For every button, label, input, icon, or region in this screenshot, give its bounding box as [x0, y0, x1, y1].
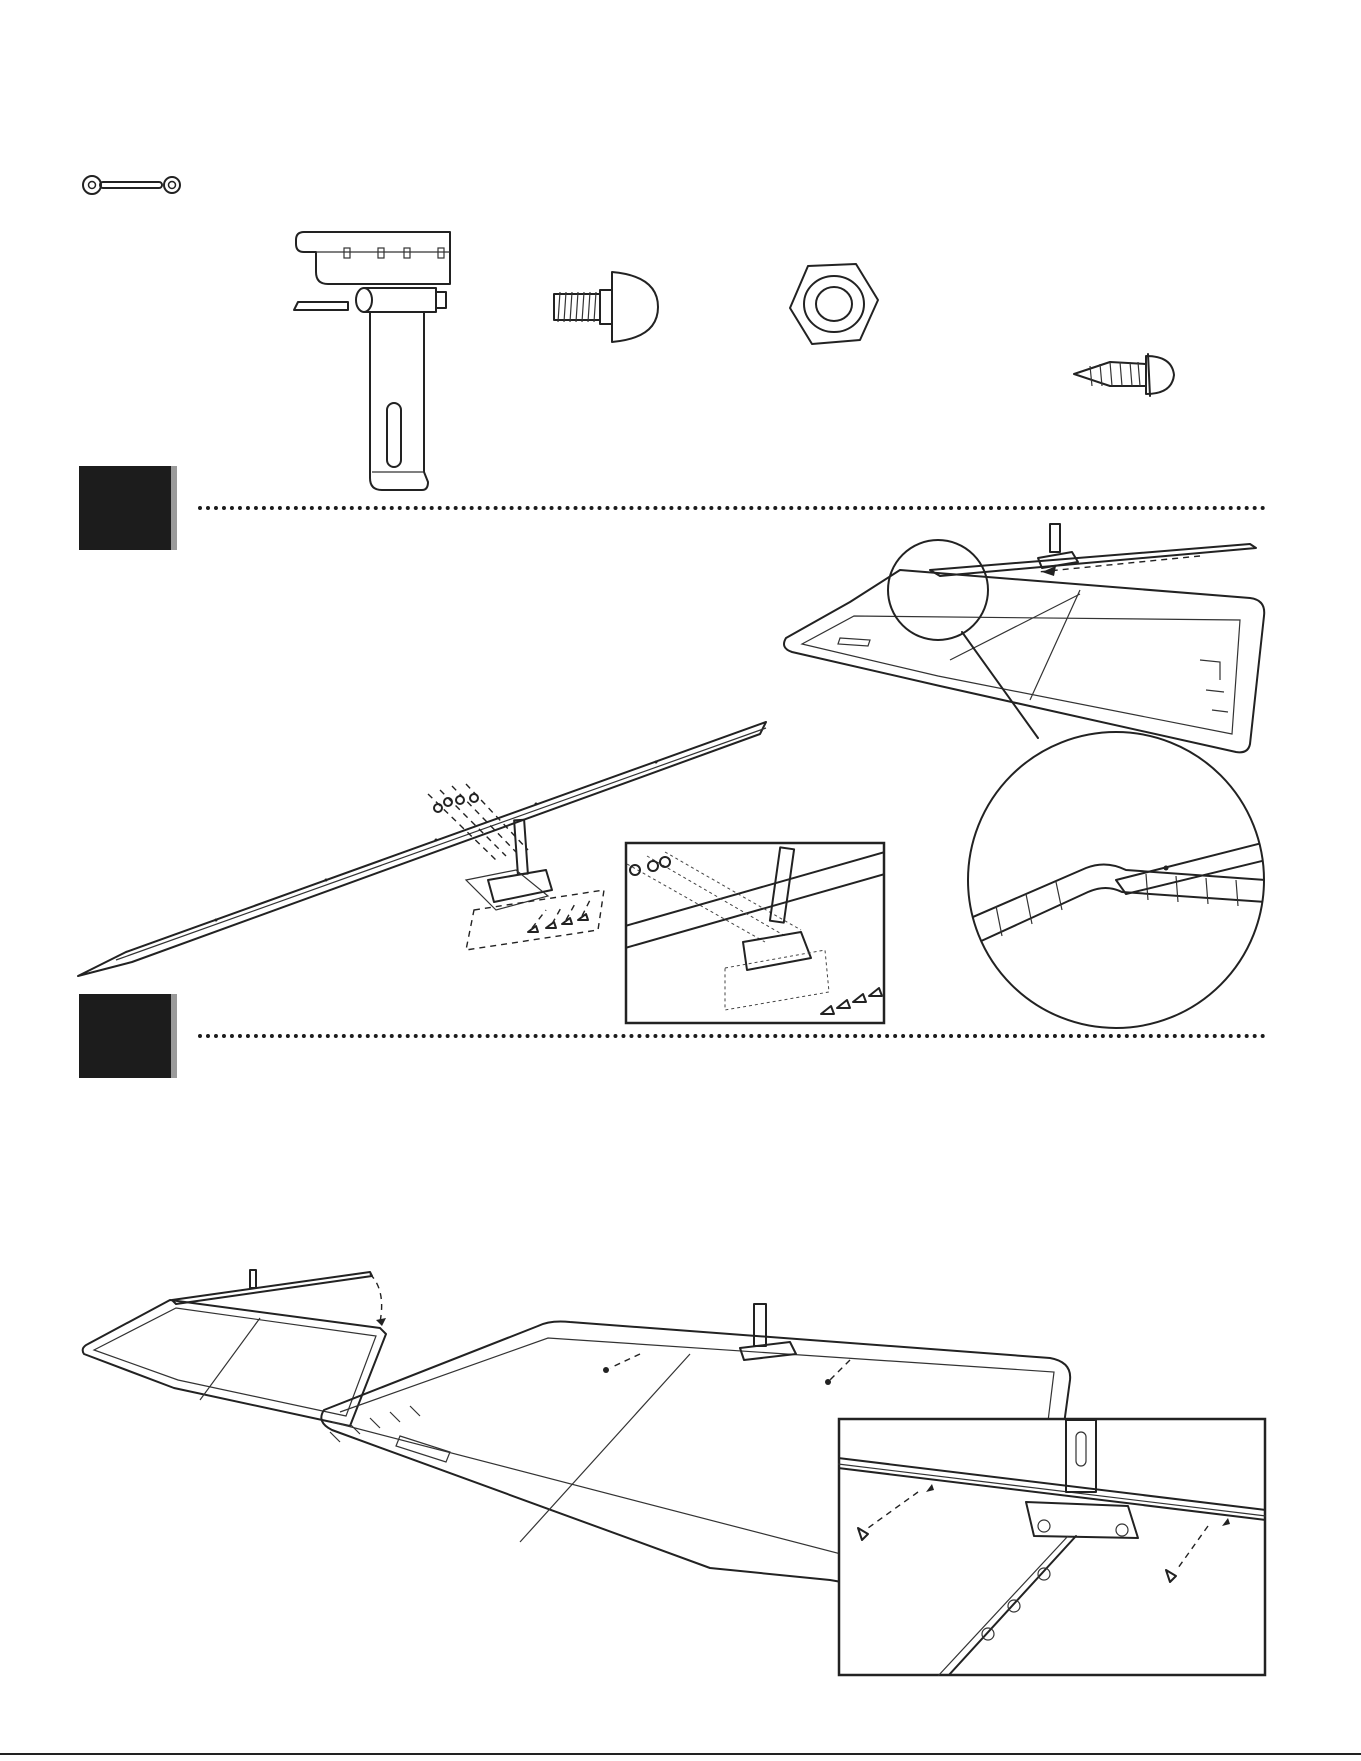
step-1-divider — [198, 506, 1266, 510]
wrench-icon — [80, 172, 185, 198]
zoom-connector-line — [960, 630, 1040, 740]
hinge-bracket-part — [288, 228, 458, 498]
step-1-marker — [79, 466, 171, 550]
step-1-inset-box — [625, 842, 885, 1024]
carriage-bolt-part — [550, 266, 660, 348]
self-tapping-screw-part — [1070, 342, 1180, 408]
zoom-circle-small — [885, 537, 991, 643]
magnified-detail-circle — [966, 730, 1266, 1030]
footer-rule — [0, 1753, 1361, 1755]
step-2-marker — [79, 994, 171, 1078]
step-2-inset-box — [838, 1418, 1266, 1676]
step-2-divider — [198, 1034, 1266, 1038]
lock-nut-part — [786, 260, 882, 350]
